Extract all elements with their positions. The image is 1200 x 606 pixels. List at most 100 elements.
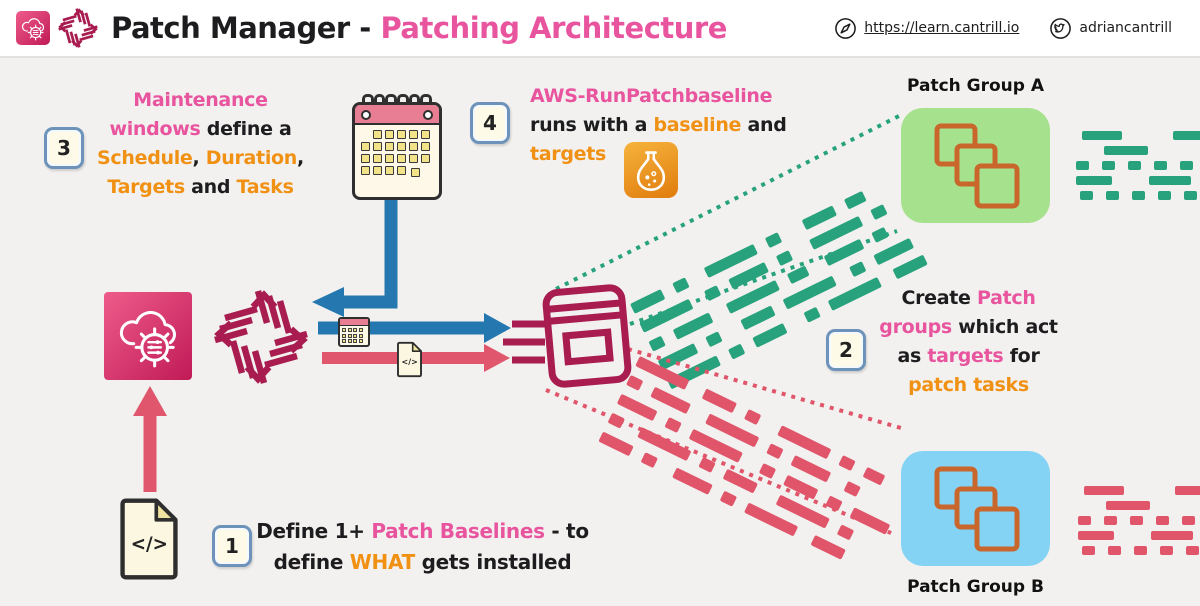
patch-dash xyxy=(764,232,783,249)
patch-dash xyxy=(1106,501,1150,510)
patch-dash xyxy=(1076,161,1089,170)
patch-dash xyxy=(843,480,861,497)
patch-dash xyxy=(849,261,867,278)
patch-dash xyxy=(786,265,810,285)
compass-icon xyxy=(835,17,857,39)
patch-dash xyxy=(870,204,888,221)
twitter-item: adriancantrill xyxy=(1049,17,1172,40)
patch-dash xyxy=(1080,191,1093,200)
patch-dash xyxy=(1132,191,1145,200)
mini-calendar-icon xyxy=(338,317,370,347)
patch-dash xyxy=(1076,176,1112,185)
course-link-item: https://learn.cantrill.io xyxy=(834,17,1019,40)
calendar-header xyxy=(355,105,439,125)
patch-dash xyxy=(698,456,716,473)
patch-dash xyxy=(722,468,758,494)
patch-dash xyxy=(766,443,784,460)
patch-dash xyxy=(1130,516,1143,525)
patch-dash xyxy=(801,205,838,231)
calendar-spiral xyxy=(362,94,433,109)
patch-dash xyxy=(752,322,788,348)
patch-dash xyxy=(640,452,659,469)
patch-dash xyxy=(1173,131,1200,140)
patch-dash xyxy=(1106,191,1119,200)
patch-dash xyxy=(740,305,776,331)
patch-dash xyxy=(705,331,723,348)
patch-dash xyxy=(607,412,625,429)
patch-dash xyxy=(672,467,713,495)
patch-dash xyxy=(849,507,891,535)
systems-manager-icon xyxy=(16,11,50,45)
patch-dash xyxy=(743,409,762,426)
patch-dash xyxy=(871,226,889,243)
patch-group-a-box xyxy=(901,108,1050,223)
step-badge-1: 1 xyxy=(212,525,252,567)
patch-dash xyxy=(1184,191,1197,200)
patch-dash xyxy=(630,289,666,314)
twitter-handle[interactable]: adriancantrill xyxy=(1079,20,1172,36)
patch-dash xyxy=(1156,516,1169,525)
patch-dash xyxy=(862,466,886,486)
patch-dash xyxy=(664,416,682,434)
patch-group-b-box xyxy=(901,451,1050,566)
instances-icon xyxy=(934,466,1020,552)
patch-dash xyxy=(838,455,856,472)
header: Patch Manager - Patching Architecture ht… xyxy=(0,0,1200,58)
twitter-icon xyxy=(1050,17,1072,39)
instance-square xyxy=(974,163,1020,209)
patch-dash xyxy=(1108,546,1121,555)
calendar-grid xyxy=(355,125,439,180)
systems-manager-icon-large xyxy=(104,292,192,380)
patch-dash xyxy=(701,388,738,414)
patch-dash xyxy=(1134,546,1147,555)
patch-dash xyxy=(1175,486,1200,495)
patch-dash xyxy=(1158,191,1171,200)
page-title: Patch Manager - Patching Architecture xyxy=(111,11,727,45)
patch-manager-icon xyxy=(57,7,99,49)
patch-group-b-label: Patch Group B xyxy=(907,577,1044,597)
patch-dash xyxy=(1104,516,1117,525)
patch-dash xyxy=(1104,146,1148,155)
mini-document-icon xyxy=(396,341,423,378)
patch-dash xyxy=(719,490,738,507)
patch-dash xyxy=(777,425,832,460)
instances-icon xyxy=(934,123,1020,209)
patch-dash xyxy=(648,335,666,352)
patch-dash xyxy=(1102,161,1115,170)
step-badge-3: 3 xyxy=(44,127,84,169)
patch-dash xyxy=(803,306,821,323)
patch-dash xyxy=(1128,161,1141,170)
patch-dash xyxy=(843,190,867,210)
patch-baseline-document-icon xyxy=(118,497,180,581)
patch-dash xyxy=(1082,131,1122,140)
patch-dash xyxy=(1160,546,1173,555)
patch-dash xyxy=(672,277,690,294)
patch-dash xyxy=(783,474,819,500)
patch-dash xyxy=(598,431,634,457)
patch-dash xyxy=(836,524,855,541)
patch-dash xyxy=(1078,531,1114,540)
patch-dash xyxy=(1084,486,1124,495)
calendar-icon xyxy=(352,94,442,200)
patch-dash xyxy=(1082,546,1095,555)
patch-dash xyxy=(625,374,644,391)
step-badge-4: 4 xyxy=(470,102,510,144)
patch-dash xyxy=(1182,516,1195,525)
patch-dash xyxy=(1149,176,1191,185)
patch-dash xyxy=(810,534,846,560)
patch-dash xyxy=(775,250,794,267)
patch-dash xyxy=(1154,161,1167,170)
patch-dash xyxy=(727,343,746,360)
patch-dash xyxy=(703,285,722,302)
course-link[interactable]: https://learn.cantrill.io xyxy=(864,20,1020,36)
patch-dash xyxy=(758,463,777,480)
patch-dash xyxy=(1180,161,1193,170)
patch-group-a-label: Patch Group A xyxy=(906,76,1045,96)
patch-dash xyxy=(825,495,843,512)
